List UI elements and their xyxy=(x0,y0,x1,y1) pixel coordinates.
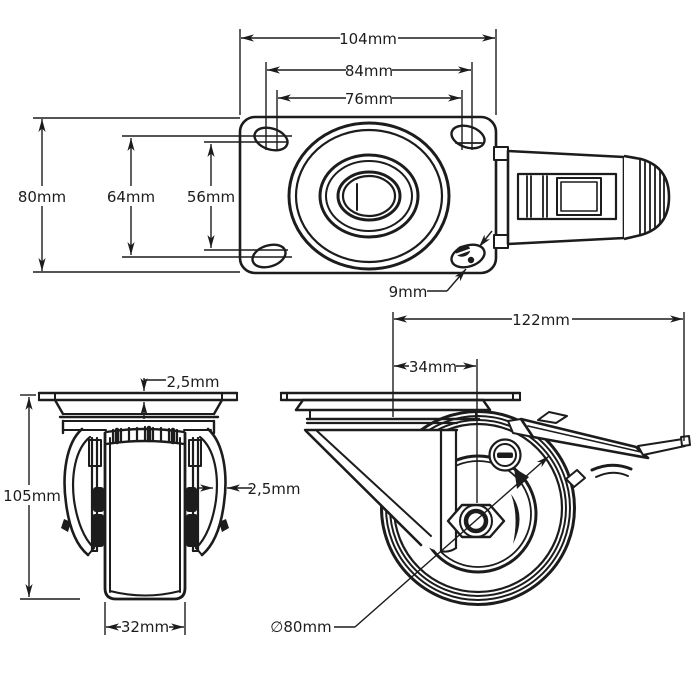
dim-slot-width: 9mm xyxy=(389,283,428,301)
dimension-arrowhead xyxy=(482,34,495,42)
dimension-arrowhead xyxy=(140,378,148,391)
dim-axle-offset: 34mm xyxy=(409,358,457,376)
dimension-arrowhead xyxy=(458,66,471,74)
dimension-arrowhead xyxy=(25,397,33,410)
tread-hatch xyxy=(111,425,179,445)
dimension-arrowhead xyxy=(38,119,46,132)
dimension-arrowhead xyxy=(106,623,119,631)
dim-wheel-width: 32mm xyxy=(121,618,169,636)
dimension-arrowhead xyxy=(479,234,490,247)
dim-wheel-diameter: ∅80mm xyxy=(270,618,331,636)
dim-plate-depth: 80mm xyxy=(18,188,66,206)
kingpin-screw xyxy=(488,438,522,472)
pedal-grip-ribs xyxy=(639,159,665,236)
dimension-arrowhead xyxy=(448,94,461,102)
dim-bolt-spacing-outer-h: 84mm xyxy=(345,62,393,80)
dim-bolt-spacing-inner-h: 76mm xyxy=(345,90,393,108)
pedal-grip xyxy=(623,154,671,241)
dimension-arrowhead xyxy=(394,315,407,323)
dim-plate-width: 104mm xyxy=(339,30,397,48)
dimension-arrowhead xyxy=(207,144,215,157)
side-view: 122mm 34mm ∅80mm xyxy=(270,311,691,636)
mounting-slots xyxy=(251,124,486,269)
dimension-arrowhead xyxy=(241,34,254,42)
dim-bracket-thickness: 2,5mm xyxy=(247,480,300,498)
wheel-front xyxy=(103,425,187,601)
hub-highlight xyxy=(511,494,520,544)
dimension-arrowhead xyxy=(25,584,33,597)
slot-section-fill xyxy=(454,245,475,264)
thread-guard-left xyxy=(61,427,96,557)
dimension-arrowhead xyxy=(127,242,135,255)
dimension-arrowhead xyxy=(670,315,683,323)
brake-mechanism xyxy=(514,463,633,489)
dimension-arrowhead xyxy=(127,138,135,151)
dimension-arrowhead xyxy=(227,484,240,492)
top-view: 104mm 84mm 76mm 80mm 64mm 56mm 9mm xyxy=(17,29,671,301)
dim-bolt-spacing-outer-v: 64mm xyxy=(107,188,155,206)
dimension-arrowhead xyxy=(267,66,280,74)
dimension-arrowhead xyxy=(463,362,476,370)
swivel-bearing-rings xyxy=(287,121,451,271)
dim-overall-height: 105mm xyxy=(3,487,61,505)
pedal-rib xyxy=(537,411,568,424)
thread-guard-right xyxy=(194,427,229,557)
top-view-dimensions: 104mm 84mm 76mm 80mm 64mm 56mm 9mm xyxy=(17,29,497,301)
dimension-arrowhead xyxy=(536,456,549,468)
brake-pedal-top xyxy=(493,146,671,249)
dimension-arrowhead xyxy=(38,258,46,271)
dimension-arrowhead xyxy=(454,269,466,282)
mounting-slot-top-left xyxy=(253,126,289,152)
dim-overall-length: 122mm xyxy=(512,311,570,329)
dimension-arrowhead xyxy=(171,623,184,631)
dimension-arrowhead xyxy=(140,402,148,415)
dim-bolt-spacing-inner-v: 56mm xyxy=(187,188,235,206)
front-raceway xyxy=(53,398,224,435)
side-view-dimensions: 122mm 34mm ∅80mm xyxy=(270,311,685,636)
dim-plate-thickness: 2,5mm xyxy=(166,373,219,391)
mounting-plate xyxy=(238,115,498,275)
brake-lever xyxy=(637,438,686,456)
dimension-arrowhead xyxy=(200,484,213,492)
fork-bracket-side xyxy=(304,428,458,553)
dimension-arrowhead xyxy=(394,362,407,370)
dimension-arrowhead xyxy=(207,235,215,248)
front-plate xyxy=(37,391,239,402)
brake-pedal-side xyxy=(507,411,691,460)
dimension-arrowhead xyxy=(278,94,291,102)
fork-legs-front xyxy=(88,436,202,553)
front-view-dimensions: 2,5mm 105mm 2,5mm 32mm xyxy=(3,373,300,636)
front-view: 2,5mm 105mm 2,5mm 32mm xyxy=(3,373,300,636)
pedal-ribs-inner xyxy=(526,175,548,218)
